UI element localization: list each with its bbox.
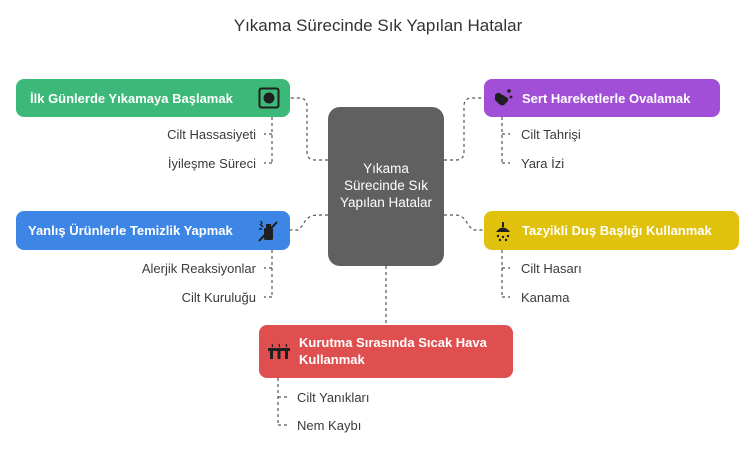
sub-nem-kaybi: Nem Kaybı: [297, 418, 362, 433]
sub-cilt-yaniklari: Cilt Yanıkları: [297, 390, 370, 405]
sub-alerjik-reaksiyonlar: Alerjik Reaksiyonlar: [141, 261, 256, 276]
no-cleaning-icon: [256, 219, 280, 243]
node-kurutma: Kurutma Sırasında Sıcak Hava Kullanmak: [259, 325, 513, 378]
sub-yara-izi: Yara İzi: [521, 156, 565, 171]
node-ilk-gunlerde: İlk Günlerde Yıkamaya Başlamak: [16, 79, 290, 117]
node-label: Kurutma Sırasında Sıcak Hava Kullanmak: [299, 334, 487, 367]
hand-scrub-icon: [492, 87, 514, 109]
sub-cilt-tahrisi: Cilt Tahrişi: [521, 127, 581, 142]
node-label: Sert Hareketlerle Ovalamak: [522, 90, 691, 106]
sub-cilt-hasari: Cilt Hasarı: [521, 261, 582, 276]
node-label: Yanlış Ürünlerle Temizlik Yapmak: [28, 223, 233, 238]
shower-icon: [492, 220, 514, 242]
node-label: İlk Günlerde Yıkamaya Başlamak: [30, 90, 233, 106]
node-tazyikli-dus: Tazyikli Duş Başlığı Kullanmak: [484, 211, 739, 250]
sub-cilt-kurulugu: Cilt Kuruluğu: [181, 290, 256, 305]
node-yanlis-urunler: Yanlış Ürünlerle Temizlik Yapmak: [16, 211, 290, 250]
center-node: Yıkama Sürecinde Sık Yapılan Hatalar: [328, 107, 444, 266]
sub-iyilesme-sureci: İyileşme Süreci: [167, 156, 256, 171]
heater-icon: [267, 342, 291, 362]
node-label: Tazyikli Duş Başlığı Kullanmak: [522, 223, 712, 238]
sub-cilt-hassasiyeti: Cilt Hassasiyeti: [167, 127, 256, 142]
sub-kanama: Kanama: [521, 290, 570, 305]
diagram-title: Yıkama Sürecinde Sık Yapılan Hatalar: [233, 16, 523, 35]
node-sert-hareketler: Sert Hareketlerle Ovalamak: [484, 79, 720, 117]
stop-button-icon: [258, 87, 280, 109]
